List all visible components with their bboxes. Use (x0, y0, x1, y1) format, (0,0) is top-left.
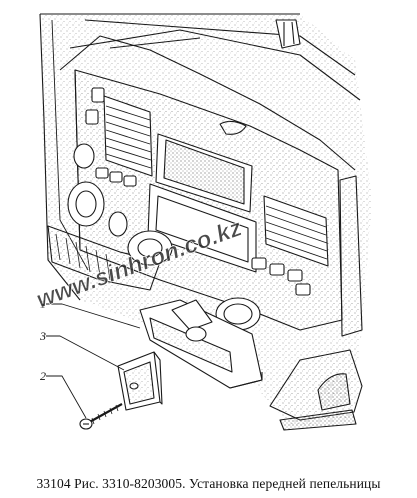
callout-2: 2 (40, 369, 46, 383)
figure-caption: 33104 Рис. 3310-8203005. Установка перед… (36, 476, 381, 491)
ashtray-installation-diagram: 1 3 2 www.sinhron.co.kz (33, 13, 372, 431)
dashboard-drawing (39, 13, 372, 431)
callout-3: 3 (39, 329, 46, 343)
callout-1: 1 (40, 297, 46, 311)
